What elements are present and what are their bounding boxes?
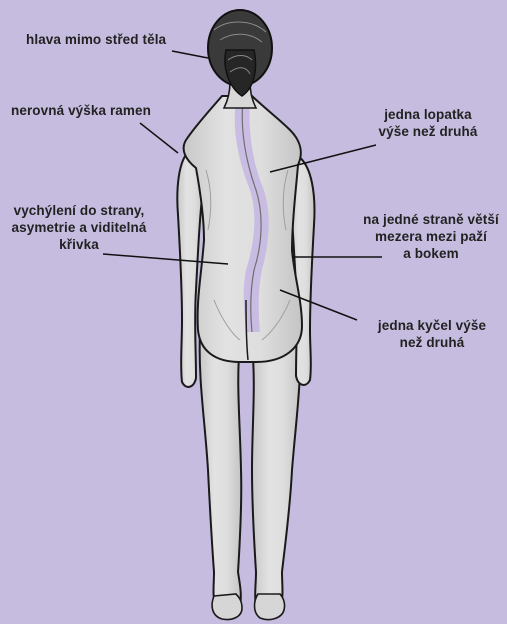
label-arm-gap-line3: a bokem [356,245,506,262]
right-foot [255,594,285,620]
label-shoulder-blade-line2: výše než druhá [363,123,493,140]
label-shoulders: nerovná výška ramen [11,102,151,119]
label-arm-gap-line1: na jedné straně větší [356,211,506,228]
label-hip-line1: jedna kyčel výše [365,317,499,334]
label-curve-line2: asymetrie a viditelná [3,219,155,236]
label-hip: jedna kyčel výše než druhá [365,317,499,351]
label-shoulder-blade: jedna lopatka výše než druhá [363,106,493,140]
pointer-head [172,51,208,58]
right-leg [252,332,300,606]
left-leg [200,332,242,606]
label-curve-line1: vychýlení do strany, [3,202,155,219]
label-head-text: hlava mimo střed těla [26,32,166,47]
label-head: hlava mimo střed těla [26,31,166,48]
label-arm-gap-line2: mezera mezi paží [356,228,506,245]
pointer-shoulders [140,123,178,153]
label-shoulder-blade-line1: jedna lopatka [363,106,493,123]
label-arm-gap: na jedné straně větší mezera mezi paží a… [356,211,506,262]
label-curve: vychýlení do strany, asymetrie a viditel… [3,202,155,253]
label-hip-line2: než druhá [365,334,499,351]
label-curve-line3: křivka [3,236,155,253]
label-shoulders-text: nerovná výška ramen [11,103,151,118]
left-foot [212,594,242,620]
